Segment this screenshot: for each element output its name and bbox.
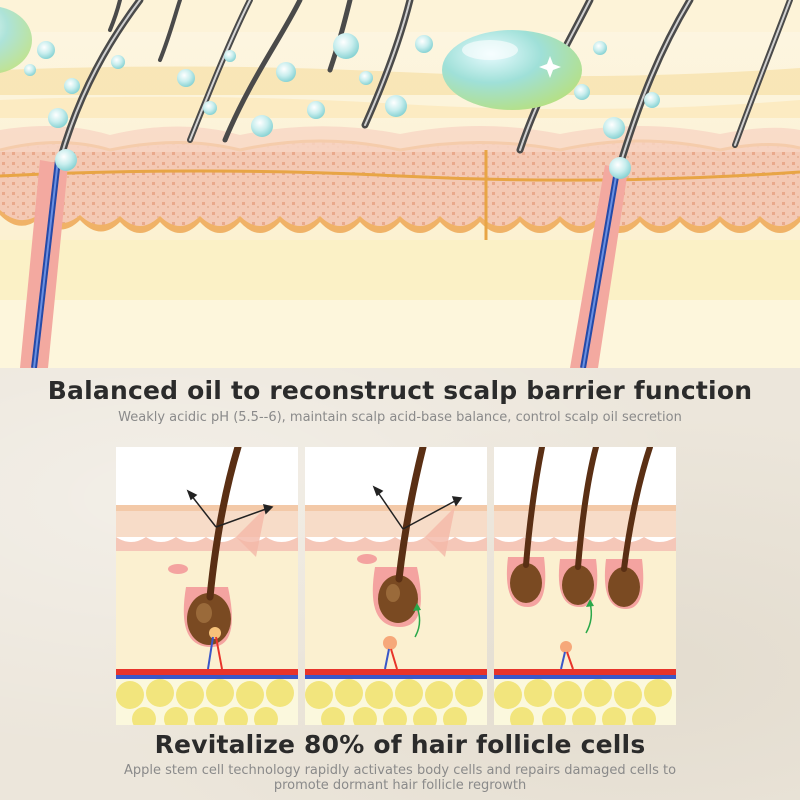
section-title-follicle: Revitalize 80% of hair follicle cells: [154, 730, 646, 759]
scalp-illustration-svg: [0, 0, 800, 368]
follicle-panel-stage-2: [305, 447, 487, 725]
moisture-droplets: [24, 33, 660, 179]
oil-droplet-large: [442, 30, 582, 110]
hair-strands: [56, 0, 793, 169]
follicle-diagram-3: [494, 447, 676, 725]
fat-cells: [116, 679, 294, 725]
right-follicle: [570, 164, 628, 368]
regrown-hair-follicles: [506, 447, 653, 609]
section-subtitle-barrier: Weakly acidic pH (5.5--6), maintain scal…: [118, 410, 682, 425]
follicle-diagram-1: [116, 447, 298, 725]
oil-deflect-arrows: [372, 485, 463, 530]
scalp-cross-section-illustration: [0, 0, 800, 368]
oil-deflect-arrows: [186, 489, 274, 528]
section-title-barrier: Balanced oil to reconstruct scalp barrie…: [47, 376, 753, 405]
fat-cells: [494, 679, 672, 725]
follicle-panel-stage-1: [116, 447, 298, 725]
section-subtitle-follicle: Apple stem cell technology rapidly activ…: [123, 763, 677, 793]
follicle-diagram-2: [305, 447, 487, 725]
fat-cells: [305, 679, 483, 725]
left-follicle: [20, 159, 68, 368]
follicle-panel-stage-3: [494, 447, 676, 725]
